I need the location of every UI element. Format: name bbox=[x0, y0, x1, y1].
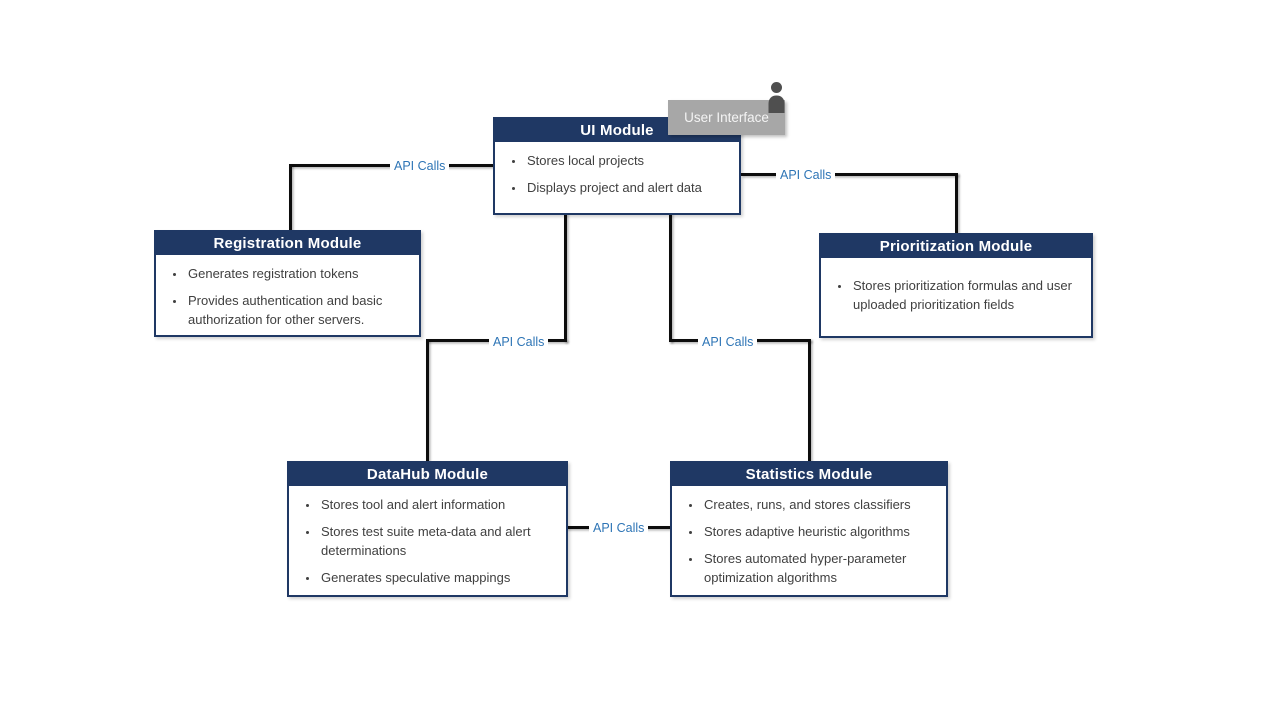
bullet-item: Displays project and alert data bbox=[525, 178, 731, 197]
bullet-item: Stores prioritization formulas and user … bbox=[851, 276, 1083, 314]
prioritization-module-box: Prioritization Module Stores prioritizat… bbox=[819, 233, 1093, 338]
connector-ui-statistics-vertical-upper bbox=[669, 213, 672, 342]
bullet-item: Stores local projects bbox=[525, 151, 731, 170]
bullet-item: Creates, runs, and stores classifiers bbox=[702, 495, 938, 514]
ui-module-box: UI Module Stores local projects Displays… bbox=[493, 117, 741, 215]
api-calls-label-ui-prioritization: API Calls bbox=[776, 167, 836, 184]
connector-ui-statistics-vertical-lower bbox=[808, 339, 811, 461]
ui-module-bullets: Stores local projects Displays project a… bbox=[495, 142, 739, 197]
user-interface-box: User Interface bbox=[668, 100, 785, 135]
connector-ui-datahub-vertical-upper bbox=[564, 213, 567, 342]
user-interface-label: User Interface bbox=[684, 110, 769, 125]
bullet-item: Provides authentication and basic author… bbox=[186, 291, 411, 329]
statistics-module-box: Statistics Module Creates, runs, and sto… bbox=[670, 461, 948, 597]
connector-ui-datahub-vertical-lower bbox=[426, 339, 429, 461]
bullet-item: Stores tool and alert information bbox=[319, 495, 558, 514]
prioritization-module-bullets: Stores prioritization formulas and user … bbox=[821, 258, 1091, 314]
bullet-item: Stores test suite meta-data and alert de… bbox=[319, 522, 558, 560]
datahub-module-bullets: Stores tool and alert information Stores… bbox=[289, 486, 566, 587]
prioritization-module-title: Prioritization Module bbox=[821, 235, 1091, 258]
api-calls-label-datahub-statistics: API Calls bbox=[589, 520, 649, 537]
registration-module-title: Registration Module bbox=[156, 232, 419, 255]
bullet-item: Generates speculative mappings bbox=[319, 568, 558, 587]
connector-ui-prioritization-horizontal bbox=[741, 173, 958, 176]
bullet-item: Generates registration tokens bbox=[186, 264, 411, 283]
registration-module-bullets: Generates registration tokens Provides a… bbox=[156, 255, 419, 329]
person-icon bbox=[768, 82, 785, 113]
registration-module-box: Registration Module Generates registrati… bbox=[154, 230, 421, 337]
bullet-item: Stores adaptive heuristic algorithms bbox=[702, 522, 938, 541]
datahub-module-box: DataHub Module Stores tool and alert inf… bbox=[287, 461, 568, 597]
connector-registration-ui-vertical bbox=[289, 164, 292, 230]
api-calls-label-registration-ui: API Calls bbox=[390, 158, 450, 175]
bullet-item: Stores automated hyper-parameter optimiz… bbox=[702, 549, 938, 587]
statistics-module-title: Statistics Module bbox=[672, 463, 946, 486]
statistics-module-bullets: Creates, runs, and stores classifiers St… bbox=[672, 486, 946, 587]
connector-ui-prioritization-vertical bbox=[955, 173, 958, 233]
api-calls-label-ui-datahub: API Calls bbox=[489, 334, 549, 351]
datahub-module-title: DataHub Module bbox=[289, 463, 566, 486]
api-calls-label-ui-statistics: API Calls bbox=[698, 334, 758, 351]
